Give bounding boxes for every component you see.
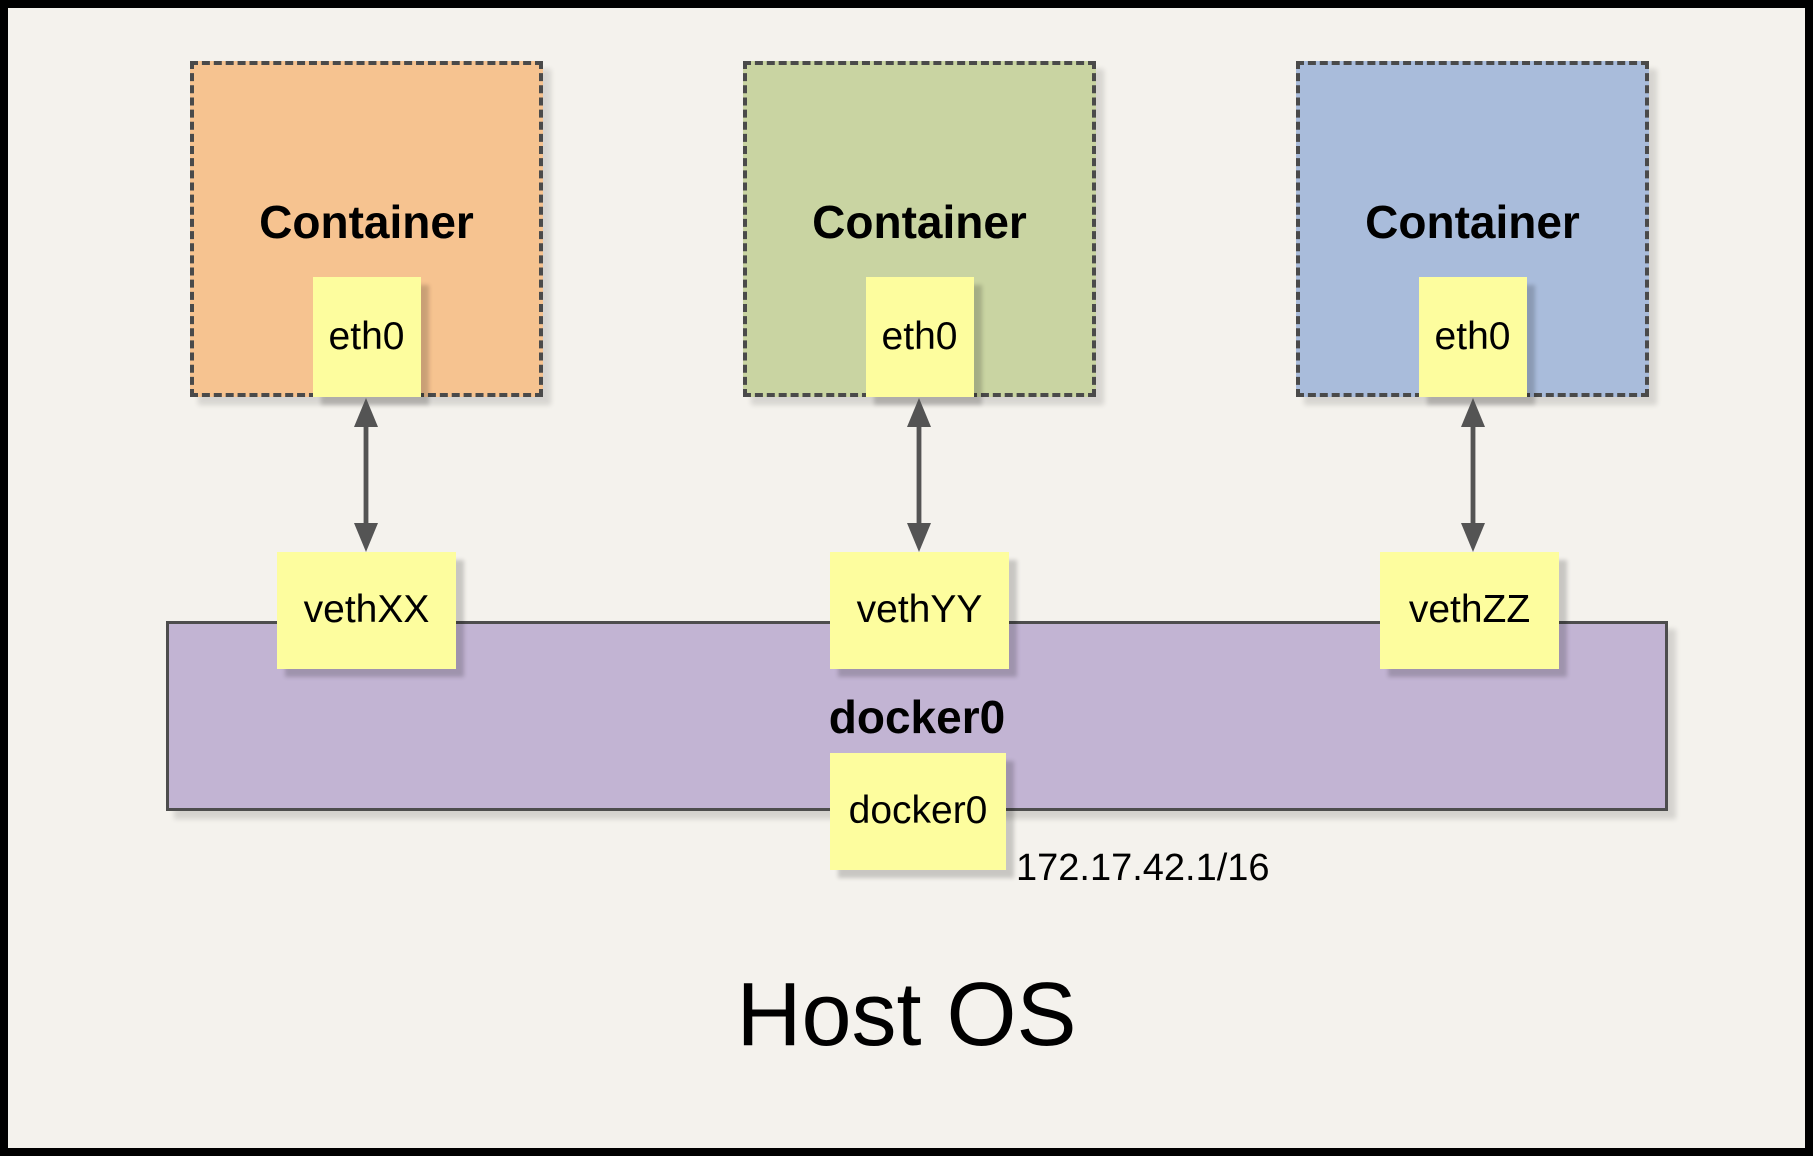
bridge-ip-label: 172.17.42.1/16	[1016, 847, 1270, 889]
eth0-label: eth0	[328, 314, 405, 358]
eth0-note: eth0	[1418, 277, 1527, 397]
double-arrow-icon	[1461, 398, 1485, 552]
vethxx-label: vethXX	[303, 588, 430, 632]
vethxx-note: vethXX	[277, 552, 456, 669]
host-os-label: Host OS	[736, 965, 1077, 1065]
bridge-title: docker0	[828, 691, 1006, 743]
docker0-label: docker0	[848, 789, 988, 833]
eth0-note: eth0	[312, 277, 421, 397]
container-box-1: Container eth0	[190, 61, 543, 397]
docker0-note: docker0	[830, 753, 1006, 870]
vethyy-label: vethYY	[856, 588, 983, 632]
container-box-3: Container eth0	[1296, 61, 1649, 397]
vethzz-label: vethZZ	[1408, 588, 1531, 632]
container-title: Container	[259, 196, 474, 248]
eth0-label: eth0	[881, 314, 958, 358]
double-arrow-icon	[354, 398, 378, 552]
container-title: Container	[1365, 196, 1580, 248]
vethyy-note: vethYY	[830, 552, 1009, 669]
container-box-2: Container eth0	[743, 61, 1096, 397]
vethzz-note: vethZZ	[1380, 552, 1559, 669]
double-arrow-icon	[907, 398, 931, 552]
container-title: Container	[812, 196, 1027, 248]
eth0-note: eth0	[865, 277, 974, 397]
eth0-label: eth0	[1434, 314, 1511, 358]
